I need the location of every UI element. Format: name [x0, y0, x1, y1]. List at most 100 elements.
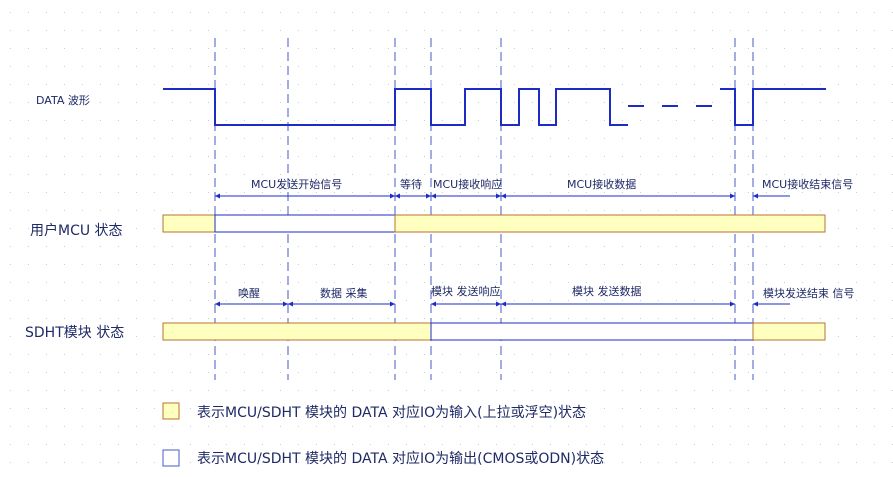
- grid-dot: [604, 102, 605, 103]
- grid-dot: [46, 354, 47, 355]
- grid-dot: [316, 318, 317, 319]
- grid-dot: [298, 300, 299, 301]
- grid-dot: [586, 84, 587, 85]
- grid-dot: [136, 462, 137, 463]
- grid-dot: [118, 246, 119, 247]
- grid-dot: [190, 264, 191, 265]
- grid-dot: [136, 372, 137, 373]
- grid-dot: [640, 12, 641, 13]
- grid-dot: [100, 84, 101, 85]
- grid-dot: [316, 120, 317, 121]
- grid-dot: [694, 462, 695, 463]
- grid-dot: [820, 390, 821, 391]
- grid-dot: [118, 210, 119, 211]
- grid-dot: [514, 84, 515, 85]
- grid-dot: [316, 354, 317, 355]
- grid-dot: [100, 444, 101, 445]
- grid-dot: [424, 354, 425, 355]
- grid-dot: [802, 66, 803, 67]
- grid-dot: [838, 264, 839, 265]
- grid-dot: [478, 66, 479, 67]
- grid-dot: [28, 174, 29, 175]
- grid-dot: [226, 84, 227, 85]
- grid-dot: [352, 390, 353, 391]
- grid-dot: [82, 300, 83, 301]
- grid-dot: [586, 444, 587, 445]
- grid-dot: [388, 246, 389, 247]
- grid-dot: [10, 48, 11, 49]
- grid-dot: [658, 210, 659, 211]
- grid-dot: [334, 282, 335, 283]
- grid-dot: [298, 84, 299, 85]
- grid-dot: [568, 300, 569, 301]
- grid-dot: [622, 354, 623, 355]
- grid-dot: [514, 174, 515, 175]
- grid-dot: [820, 30, 821, 31]
- grid-dot: [442, 174, 443, 175]
- grid-dot: [694, 192, 695, 193]
- grid-dot: [136, 66, 137, 67]
- mcu-segment-start-signal-label: MCU发送开始信号: [251, 177, 342, 191]
- grid-dot: [190, 192, 191, 193]
- grid-dot: [244, 210, 245, 211]
- grid-dot: [388, 300, 389, 301]
- grid-dot: [748, 372, 749, 373]
- arrow-head: [395, 193, 400, 199]
- grid-dot: [478, 354, 479, 355]
- grid-dot: [730, 102, 731, 103]
- grid-dot: [478, 84, 479, 85]
- grid-dot: [604, 48, 605, 49]
- legend-output-swatch: [162, 449, 180, 467]
- grid-dot: [784, 66, 785, 67]
- grid-dot: [136, 228, 137, 229]
- grid-dot: [550, 462, 551, 463]
- grid-dot: [298, 174, 299, 175]
- grid-dot: [136, 426, 137, 427]
- grid-dot: [676, 282, 677, 283]
- grid-dot: [802, 246, 803, 247]
- grid-dot: [640, 84, 641, 85]
- grid-dot: [280, 102, 281, 103]
- grid-dot: [64, 156, 65, 157]
- grid-dot: [766, 300, 767, 301]
- grid-dot: [550, 12, 551, 13]
- grid-dot: [10, 12, 11, 13]
- grid-dot: [856, 318, 857, 319]
- grid-dot: [856, 408, 857, 409]
- grid-dot: [856, 48, 857, 49]
- grid-dot: [550, 300, 551, 301]
- grid-dot: [244, 156, 245, 157]
- arrow-head: [753, 301, 758, 307]
- grid-dot: [460, 444, 461, 445]
- grid-dot: [676, 462, 677, 463]
- grid-dot: [64, 120, 65, 121]
- grid-dot: [64, 228, 65, 229]
- grid-dot: [730, 408, 731, 409]
- grid-dot: [424, 84, 425, 85]
- grid-dot: [100, 48, 101, 49]
- grid-dot: [280, 318, 281, 319]
- grid-dot: [244, 282, 245, 283]
- grid-dot: [784, 84, 785, 85]
- grid-dot: [550, 102, 551, 103]
- grid-dot: [208, 210, 209, 211]
- grid-dot: [154, 372, 155, 373]
- grid-dot: [316, 174, 317, 175]
- grid-dot: [244, 120, 245, 121]
- grid-dot: [388, 426, 389, 427]
- grid-dot: [262, 282, 263, 283]
- grid-dot: [208, 84, 209, 85]
- grid-dot: [568, 390, 569, 391]
- grid-dot: [406, 444, 407, 445]
- grid-dot: [748, 354, 749, 355]
- grid-dot: [154, 300, 155, 301]
- grid-dot: [208, 48, 209, 49]
- grid-dot: [190, 174, 191, 175]
- grid-dot: [262, 138, 263, 139]
- grid-dot: [208, 264, 209, 265]
- grid-dot: [334, 66, 335, 67]
- grid-dot: [730, 462, 731, 463]
- grid-dot: [694, 102, 695, 103]
- grid-dot: [352, 30, 353, 31]
- grid-dot: [496, 282, 497, 283]
